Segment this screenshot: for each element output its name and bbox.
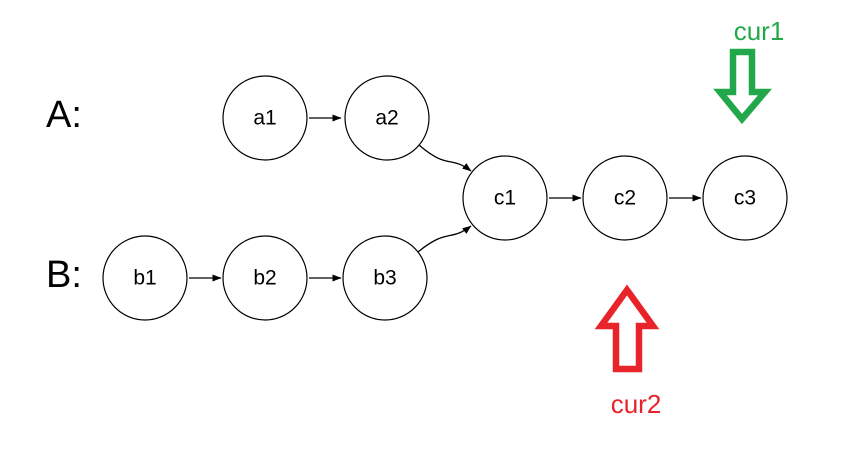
cur1-down-arrow-icon[interactable] — [713, 48, 773, 125]
node-c2[interactable]: c2 — [582, 155, 668, 241]
node-b2-circle[interactable] — [222, 235, 308, 321]
node-a2-label: a2 — [375, 107, 398, 130]
edge-b3-c1 — [417, 225, 472, 253]
edge-a2-c1 — [418, 144, 472, 172]
node-c3-label: c3 — [734, 187, 756, 210]
node-group: a1 a2 b1 b2 b3 c1 — [102, 75, 788, 321]
node-b2-label: b2 — [253, 267, 276, 290]
node-c2-circle[interactable] — [582, 155, 668, 241]
node-b1-circle[interactable] — [102, 235, 188, 321]
branch-label-a: A: — [46, 94, 82, 136]
node-c3[interactable]: c3 — [702, 155, 788, 241]
node-b2[interactable]: b2 — [222, 235, 308, 321]
edge-group-straight — [189, 114, 702, 282]
node-a2[interactable]: a2 — [344, 75, 430, 161]
node-b3[interactable]: b3 — [342, 235, 428, 321]
node-a1[interactable]: a1 — [222, 75, 308, 161]
node-c1[interactable]: c1 — [462, 155, 548, 241]
node-b3-label: b3 — [373, 267, 396, 290]
cursor-cur1-group[interactable]: cur1 — [713, 16, 785, 125]
node-c1-label: c1 — [494, 187, 516, 210]
node-c3-circle[interactable] — [702, 155, 788, 241]
cur1-label: cur1 — [734, 16, 785, 46]
node-c1-circle[interactable] — [462, 155, 548, 241]
branch-label-b: B: — [46, 254, 82, 296]
edge-group-curved — [417, 144, 472, 253]
cur2-up-arrow-icon[interactable] — [594, 284, 660, 373]
branch-label-group: A: B: — [46, 94, 82, 296]
node-a2-circle[interactable] — [344, 75, 430, 161]
node-a1-circle[interactable] — [222, 75, 308, 161]
cursor-cur2-group[interactable]: cur2 — [594, 284, 662, 419]
node-a1-label: a1 — [253, 107, 276, 130]
node-c2-label: c2 — [614, 187, 636, 210]
node-b1-label: b1 — [133, 267, 156, 290]
cur2-label: cur2 — [611, 389, 662, 419]
node-b1[interactable]: b1 — [102, 235, 188, 321]
node-b3-circle[interactable] — [342, 235, 428, 321]
